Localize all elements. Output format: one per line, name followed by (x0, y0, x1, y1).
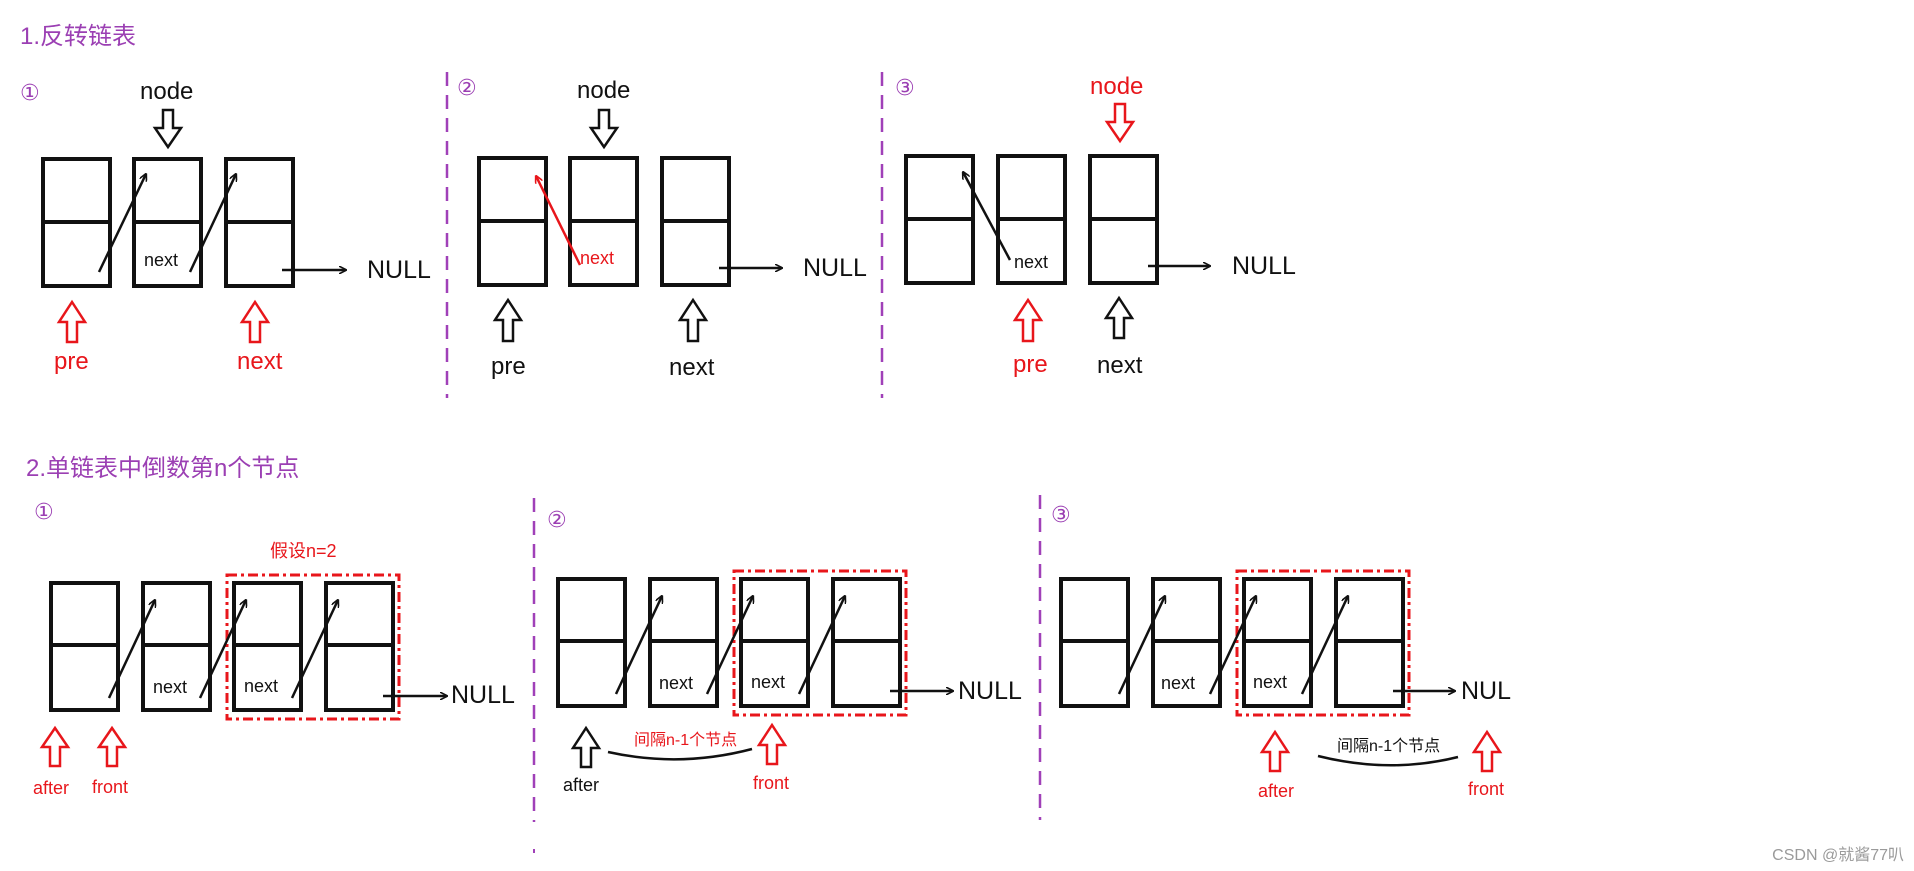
null-label: NULL (451, 681, 515, 709)
link-arrow (97, 174, 146, 273)
list-node (1151, 577, 1222, 708)
after-label: after (1258, 781, 1294, 801)
list-node (41, 157, 112, 288)
list-node (1088, 154, 1159, 285)
next-label: next (1097, 352, 1143, 379)
node-label: node (577, 77, 630, 104)
null-label: NULL (803, 254, 867, 282)
node-label: node (140, 78, 193, 105)
front-label: front (92, 777, 128, 797)
next-pointer-arrow (1103, 295, 1135, 340)
pre-label: pre (491, 353, 526, 380)
front-pointer-arrow (1471, 729, 1503, 773)
window-box (225, 573, 401, 721)
after-pointer-arrow (570, 725, 602, 769)
link-arrow (797, 596, 845, 695)
step-number: ② (547, 507, 567, 532)
link-arrow (614, 596, 662, 695)
link-arrow (290, 600, 338, 699)
s1-panel-2: ② node next NULL pre next (457, 75, 867, 381)
step-number: ③ (895, 75, 915, 100)
s2-panel-2: ② next next NULL after front 间隔n-1个节点 (547, 507, 1022, 795)
front-pointer-arrow (756, 722, 788, 766)
window-box (1235, 569, 1411, 717)
front-label: front (753, 773, 789, 793)
null-label: NULL (1232, 252, 1296, 280)
link-arrow (1208, 596, 1256, 695)
list-node (996, 154, 1067, 285)
list-node (660, 156, 731, 287)
gap-brace (607, 747, 753, 761)
list-node (1059, 577, 1130, 708)
box-next-label: next (244, 676, 278, 696)
step-number: ③ (1051, 502, 1071, 527)
section2-title: 2.单链表中倒数第n个节点 (26, 455, 299, 482)
link-arrow (1300, 596, 1348, 695)
section1-title: 1.反转链表 (20, 23, 136, 50)
list-node (324, 581, 395, 712)
list-node (556, 577, 627, 708)
box-next-label: next (1014, 252, 1048, 272)
link-arrow (188, 174, 236, 273)
s1-panel-3: ③ node next NULL pre next (895, 73, 1296, 379)
link-arrow (705, 596, 753, 695)
s2-panel-1: ① 假设n=2 next next NULL after front (33, 499, 515, 798)
list-node (904, 154, 975, 285)
next-pointer-arrow (239, 299, 271, 344)
after-label: after (563, 775, 599, 795)
after-pointer-arrow (1259, 729, 1291, 773)
box-next-label: next (1161, 673, 1195, 693)
reversed-link-arrow (536, 176, 582, 266)
gap-note: 间隔n-1个节点 (634, 731, 737, 749)
pre-label: pre (54, 348, 89, 375)
next-label: next (669, 354, 715, 381)
box-next-label: next (659, 673, 693, 693)
watermark: CSDN @就酱77叭 (1772, 846, 1904, 864)
pre-pointer-arrow (56, 299, 88, 344)
reversed-link-arrow (963, 172, 1012, 261)
node-pointer-arrow (1104, 102, 1136, 144)
box-next-label: next (1253, 672, 1287, 692)
assume-note: 假设n=2 (270, 541, 337, 561)
front-label: front (1468, 779, 1504, 799)
box-next-label: next (751, 672, 785, 692)
link-arrow (198, 600, 246, 699)
next-label: next (237, 348, 283, 375)
next-pointer-arrow (677, 297, 709, 343)
step-number: ② (457, 75, 477, 100)
node-pointer-arrow (588, 108, 620, 150)
list-node (49, 581, 120, 712)
after-pointer-arrow (39, 725, 71, 768)
list-node (224, 157, 295, 288)
gap-note: 间隔n-1个节点 (1337, 737, 1440, 755)
box-next-label: next (153, 677, 187, 697)
link-arrow (107, 600, 155, 699)
after-label: after (33, 778, 69, 798)
pre-label: pre (1013, 351, 1048, 378)
step-number: ① (20, 80, 40, 105)
pre-pointer-arrow (1012, 297, 1044, 343)
null-label: NULL (367, 256, 431, 284)
node-label: node (1090, 73, 1143, 100)
s2-panel-3: ③ next next NUL after front 间隔n-1个节点 (1051, 502, 1511, 801)
box-next-label: next (580, 248, 614, 268)
window-box (732, 569, 908, 717)
null-label: NULL (958, 677, 1022, 705)
null-label: NUL (1461, 677, 1511, 705)
pre-pointer-arrow (492, 297, 524, 343)
list-node (568, 156, 639, 287)
node-pointer-arrow (152, 108, 184, 150)
box-next-label: next (144, 250, 178, 270)
s1-panel-1: ① node next NULL pre next (20, 78, 431, 375)
front-pointer-arrow (96, 725, 128, 768)
link-arrow (1117, 596, 1165, 695)
gap-brace (1317, 754, 1459, 767)
step-number: ① (34, 499, 54, 524)
list-node (477, 156, 548, 287)
list-node (232, 581, 303, 712)
